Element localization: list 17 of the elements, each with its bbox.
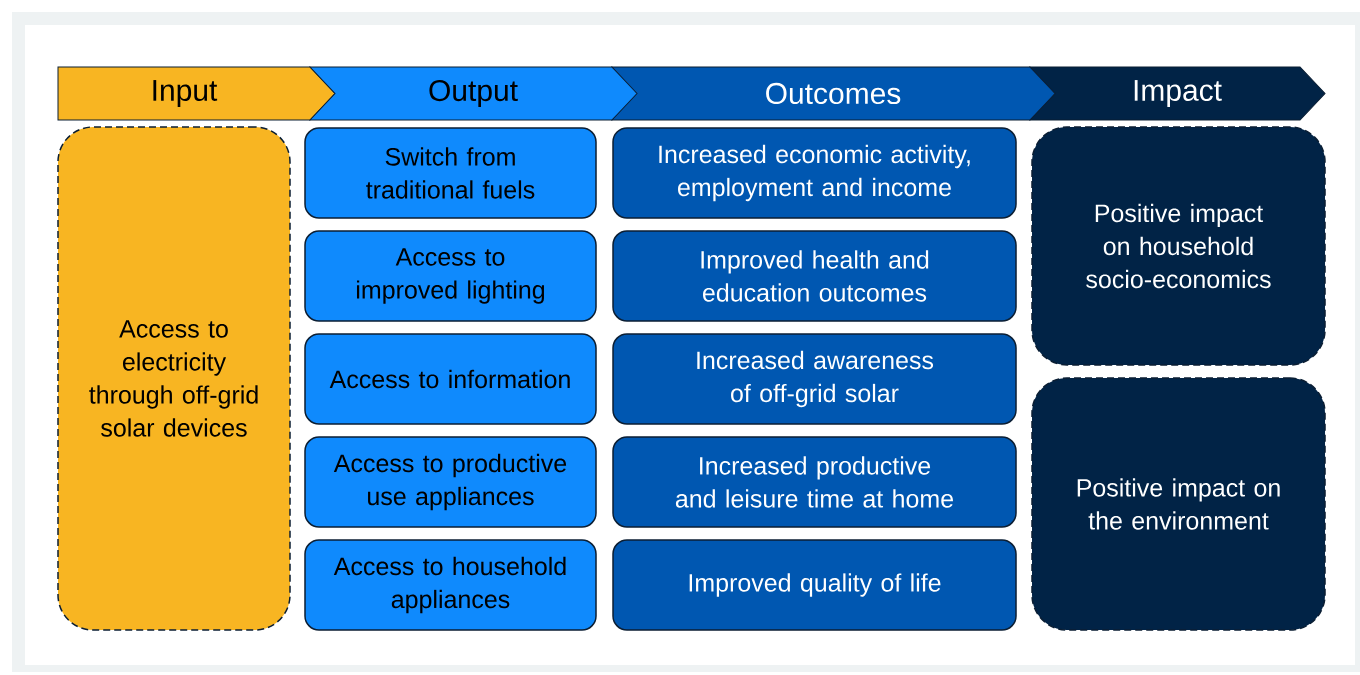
dashed-box: Positive impact on household socio-economics [1031, 126, 1326, 366]
stage-header-band: Input [57, 66, 336, 121]
rounded-box: Improved health and education outcomes [612, 230, 1017, 322]
rounded-box: Access to improved lighting [304, 230, 597, 322]
rounded-box: Improved quality of life [612, 539, 1017, 631]
stage-header-band: Output [309, 66, 641, 121]
rounded-box: Increased awareness of off-grid solar [612, 333, 1017, 425]
rounded-box: Access to household appliances [304, 539, 597, 631]
stage-header-band: Impact [1029, 66, 1326, 121]
stage-header-band: Outcomes [611, 66, 1059, 121]
rounded-box: Increased economic activity, employment and income [612, 127, 1017, 219]
rounded-box: Increased productive and leisure time at home [612, 436, 1017, 528]
dashed-box: Access to electricity through off-grid solar devices [57, 126, 291, 631]
rounded-box: Access to productive use appliances [304, 436, 597, 528]
rounded-box: Switch from traditional fuels [304, 127, 597, 219]
rounded-box: Access to information [304, 333, 597, 425]
dashed-box: Positive impact on the environment [1031, 377, 1326, 631]
